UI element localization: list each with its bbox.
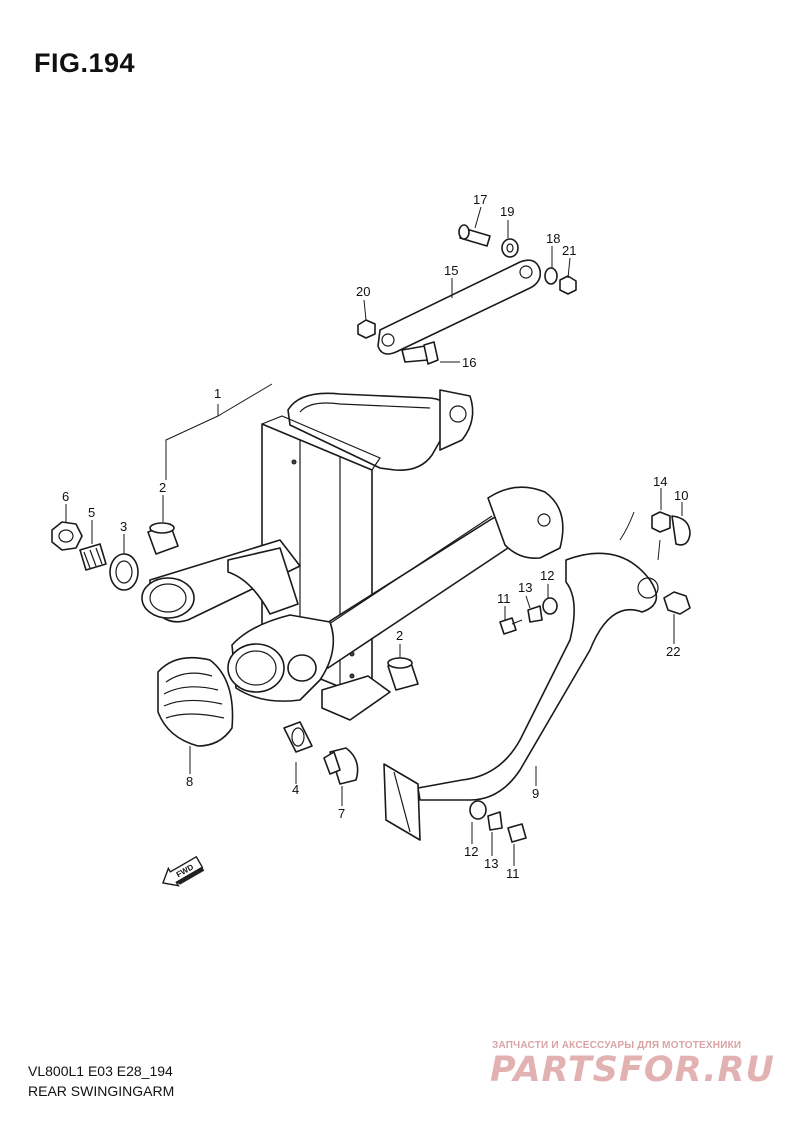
callout-15: 15 <box>444 263 458 278</box>
callout-22: 22 <box>666 644 680 659</box>
callout-9: 9 <box>532 786 539 801</box>
callout-5: 5 <box>88 505 95 520</box>
callout-6: 6 <box>62 489 69 504</box>
rear-brace <box>383 511 691 843</box>
forward-arrow-shape <box>162 855 204 887</box>
callout-11: 11 <box>497 591 511 606</box>
lower-hardware <box>157 656 419 785</box>
callout-3: 3 <box>120 519 127 534</box>
callout-17: 17 <box>473 192 487 207</box>
callout-12: 12 <box>540 568 554 583</box>
forward-arrow: FWD <box>162 855 205 887</box>
callout-2: 2 <box>396 628 403 643</box>
callout-1: 1 <box>214 386 221 401</box>
callout-4: 4 <box>292 782 299 797</box>
callout-13: 13 <box>484 856 498 871</box>
callout-13: 13 <box>518 580 532 595</box>
callout-2: 2 <box>159 480 166 495</box>
left-pivot-hardware <box>51 521 179 591</box>
leader-lines <box>65 206 683 866</box>
callout-labels: 1 2 2 3 4 5 6 7 8 9 10 11 11 12 12 13 13… <box>62 192 688 881</box>
callout-11: 11 <box>506 866 520 881</box>
figure-name: REAR SWINGINGARM <box>28 1083 175 1099</box>
figure-title: FIG.194 <box>34 48 136 78</box>
callout-10: 10 <box>674 488 688 503</box>
callout-20: 20 <box>356 284 370 299</box>
torque-link-assembly <box>357 224 577 365</box>
callout-19: 19 <box>500 204 514 219</box>
callout-18: 18 <box>546 231 560 246</box>
callout-8: 8 <box>186 774 193 789</box>
callout-12: 12 <box>464 844 478 859</box>
model-code: VL800L1 E03 E28_194 <box>28 1063 173 1079</box>
callout-14: 14 <box>653 474 667 489</box>
rear-swingarm <box>141 383 564 721</box>
callout-7: 7 <box>338 806 345 821</box>
callout-21: 21 <box>562 243 576 258</box>
callout-16: 16 <box>462 355 476 370</box>
watermark-brand: PARTSFOR.RU <box>490 1050 775 1090</box>
watermark-tagline: ЗАПЧАСТИ И АКСЕССУАРЫ ДЛЯ МОТОТЕХНИКИ <box>492 1040 742 1051</box>
